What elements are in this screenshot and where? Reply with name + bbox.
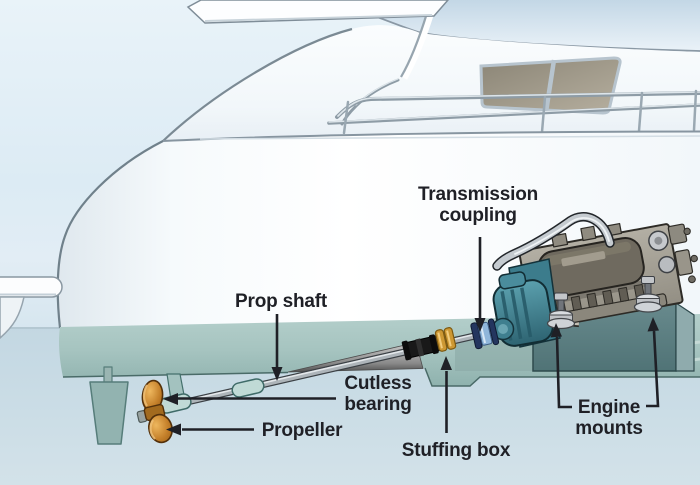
arrow-cutless-bearing — [163, 393, 336, 405]
pulley — [658, 255, 676, 274]
label-line: Transmission — [417, 184, 539, 205]
deck-railing — [327, 78, 700, 135]
label-line: bearing — [344, 394, 412, 415]
stuffing-box — [401, 327, 457, 361]
engine-mount-right — [633, 276, 663, 313]
transom-lower — [0, 296, 25, 339]
engine-mount-left — [546, 292, 576, 330]
label-engine-mounts: Engine mounts — [575, 397, 643, 439]
arrow-transmission-coupling — [474, 237, 486, 332]
label-line: Cutless — [344, 373, 412, 394]
arrow-engine-mount-right — [646, 317, 660, 408]
label-line: Engine — [577, 397, 641, 418]
exhaust-pipe — [492, 212, 615, 271]
transmission — [491, 258, 561, 348]
propeller — [136, 379, 173, 444]
label-line: coupling — [439, 205, 517, 226]
shaft-coupling — [470, 318, 500, 350]
label-prop-shaft: Prop shaft — [235, 291, 327, 312]
rail-lower — [327, 103, 700, 125]
rail-stanchion — [540, 95, 547, 134]
cabin-window — [479, 56, 622, 115]
rudder — [89, 366, 129, 445]
arrow-engine-mount-left — [550, 323, 572, 409]
label-cutless-bearing: Cutless bearing — [344, 373, 411, 415]
rail-stanchion — [342, 100, 350, 135]
label-stuffing-box: Stuffing box — [401, 440, 511, 461]
label-line: mounts — [575, 418, 643, 439]
rail-stanchion — [637, 91, 644, 133]
callout-arrows — [163, 237, 660, 436]
propeller-blade-lower — [148, 413, 173, 444]
swim-platform — [0, 276, 63, 298]
shaft-bearing-collar — [231, 378, 265, 398]
window-mullion — [543, 59, 557, 113]
label-transmission-coupling: Transmission coupling — [418, 184, 538, 226]
cabin-front-pillar — [400, 10, 435, 80]
label-propeller: Propeller — [261, 420, 343, 441]
rail-stanchion — [692, 89, 698, 132]
arrow-prop-shaft — [271, 314, 283, 381]
upper-deck-shading — [204, 14, 433, 22]
arrow-propeller — [166, 423, 254, 436]
arrow-stuffing-box — [440, 356, 452, 433]
